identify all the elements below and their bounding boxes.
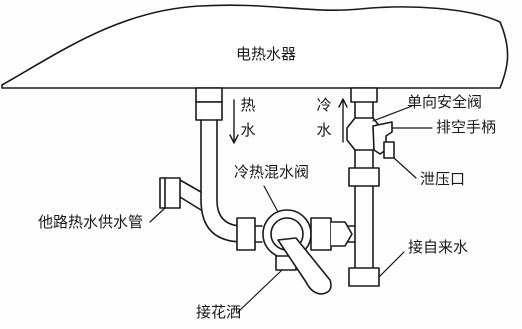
cold-flow-arrow bbox=[338, 98, 348, 143]
tap-inlet-label: 接自来水 bbox=[408, 238, 469, 256]
cold-inlet-union bbox=[310, 217, 332, 251]
other-hot-supply-label: 他路热水供水管 bbox=[38, 213, 144, 231]
mixing-valve-label: 冷热混水阀 bbox=[234, 163, 310, 181]
relief-outlet-label: 泄压口 bbox=[420, 170, 466, 188]
relief-outlet-port bbox=[383, 141, 395, 159]
water-heater-tank bbox=[1, 4, 509, 89]
hot-branch-fitting bbox=[159, 177, 181, 209]
cold-water-label: 冷 水 bbox=[316, 98, 332, 148]
leader-relief-outlet bbox=[393, 157, 417, 179]
leader-shower bbox=[237, 269, 283, 313]
leader-check-valve bbox=[372, 105, 413, 122]
mixing-valve-handle bbox=[277, 237, 332, 295]
drain-handle-label: 排空手柄 bbox=[436, 118, 497, 136]
leader-other-hot bbox=[149, 207, 166, 223]
cold-union-upper bbox=[348, 167, 380, 187]
hot-water-label-char-1: 热 bbox=[240, 96, 256, 114]
hot-water-label: 热 水 bbox=[240, 98, 256, 148]
heater-label: 电热水器 bbox=[236, 45, 297, 63]
leader-mixing-valve bbox=[263, 185, 279, 213]
hot-water-label-char-2: 水 bbox=[240, 121, 256, 139]
hot-inlet-union bbox=[236, 217, 256, 251]
hot-branch-pipe bbox=[179, 179, 202, 211]
cold-water-label-char-1: 冷 bbox=[316, 96, 332, 114]
check-valve-label: 单向安全阀 bbox=[407, 93, 483, 111]
cold-union-lower bbox=[348, 267, 380, 287]
cold-outlet-nut bbox=[350, 87, 378, 103]
hot-flow-arrow bbox=[229, 99, 239, 144]
cold-water-label-char-2: 水 bbox=[316, 121, 332, 139]
shower-label: 接花洒 bbox=[196, 303, 242, 321]
hot-outlet-nut bbox=[195, 87, 223, 103]
hot-outlet-fitting bbox=[195, 101, 223, 121]
leader-tap-inlet bbox=[378, 251, 405, 278]
